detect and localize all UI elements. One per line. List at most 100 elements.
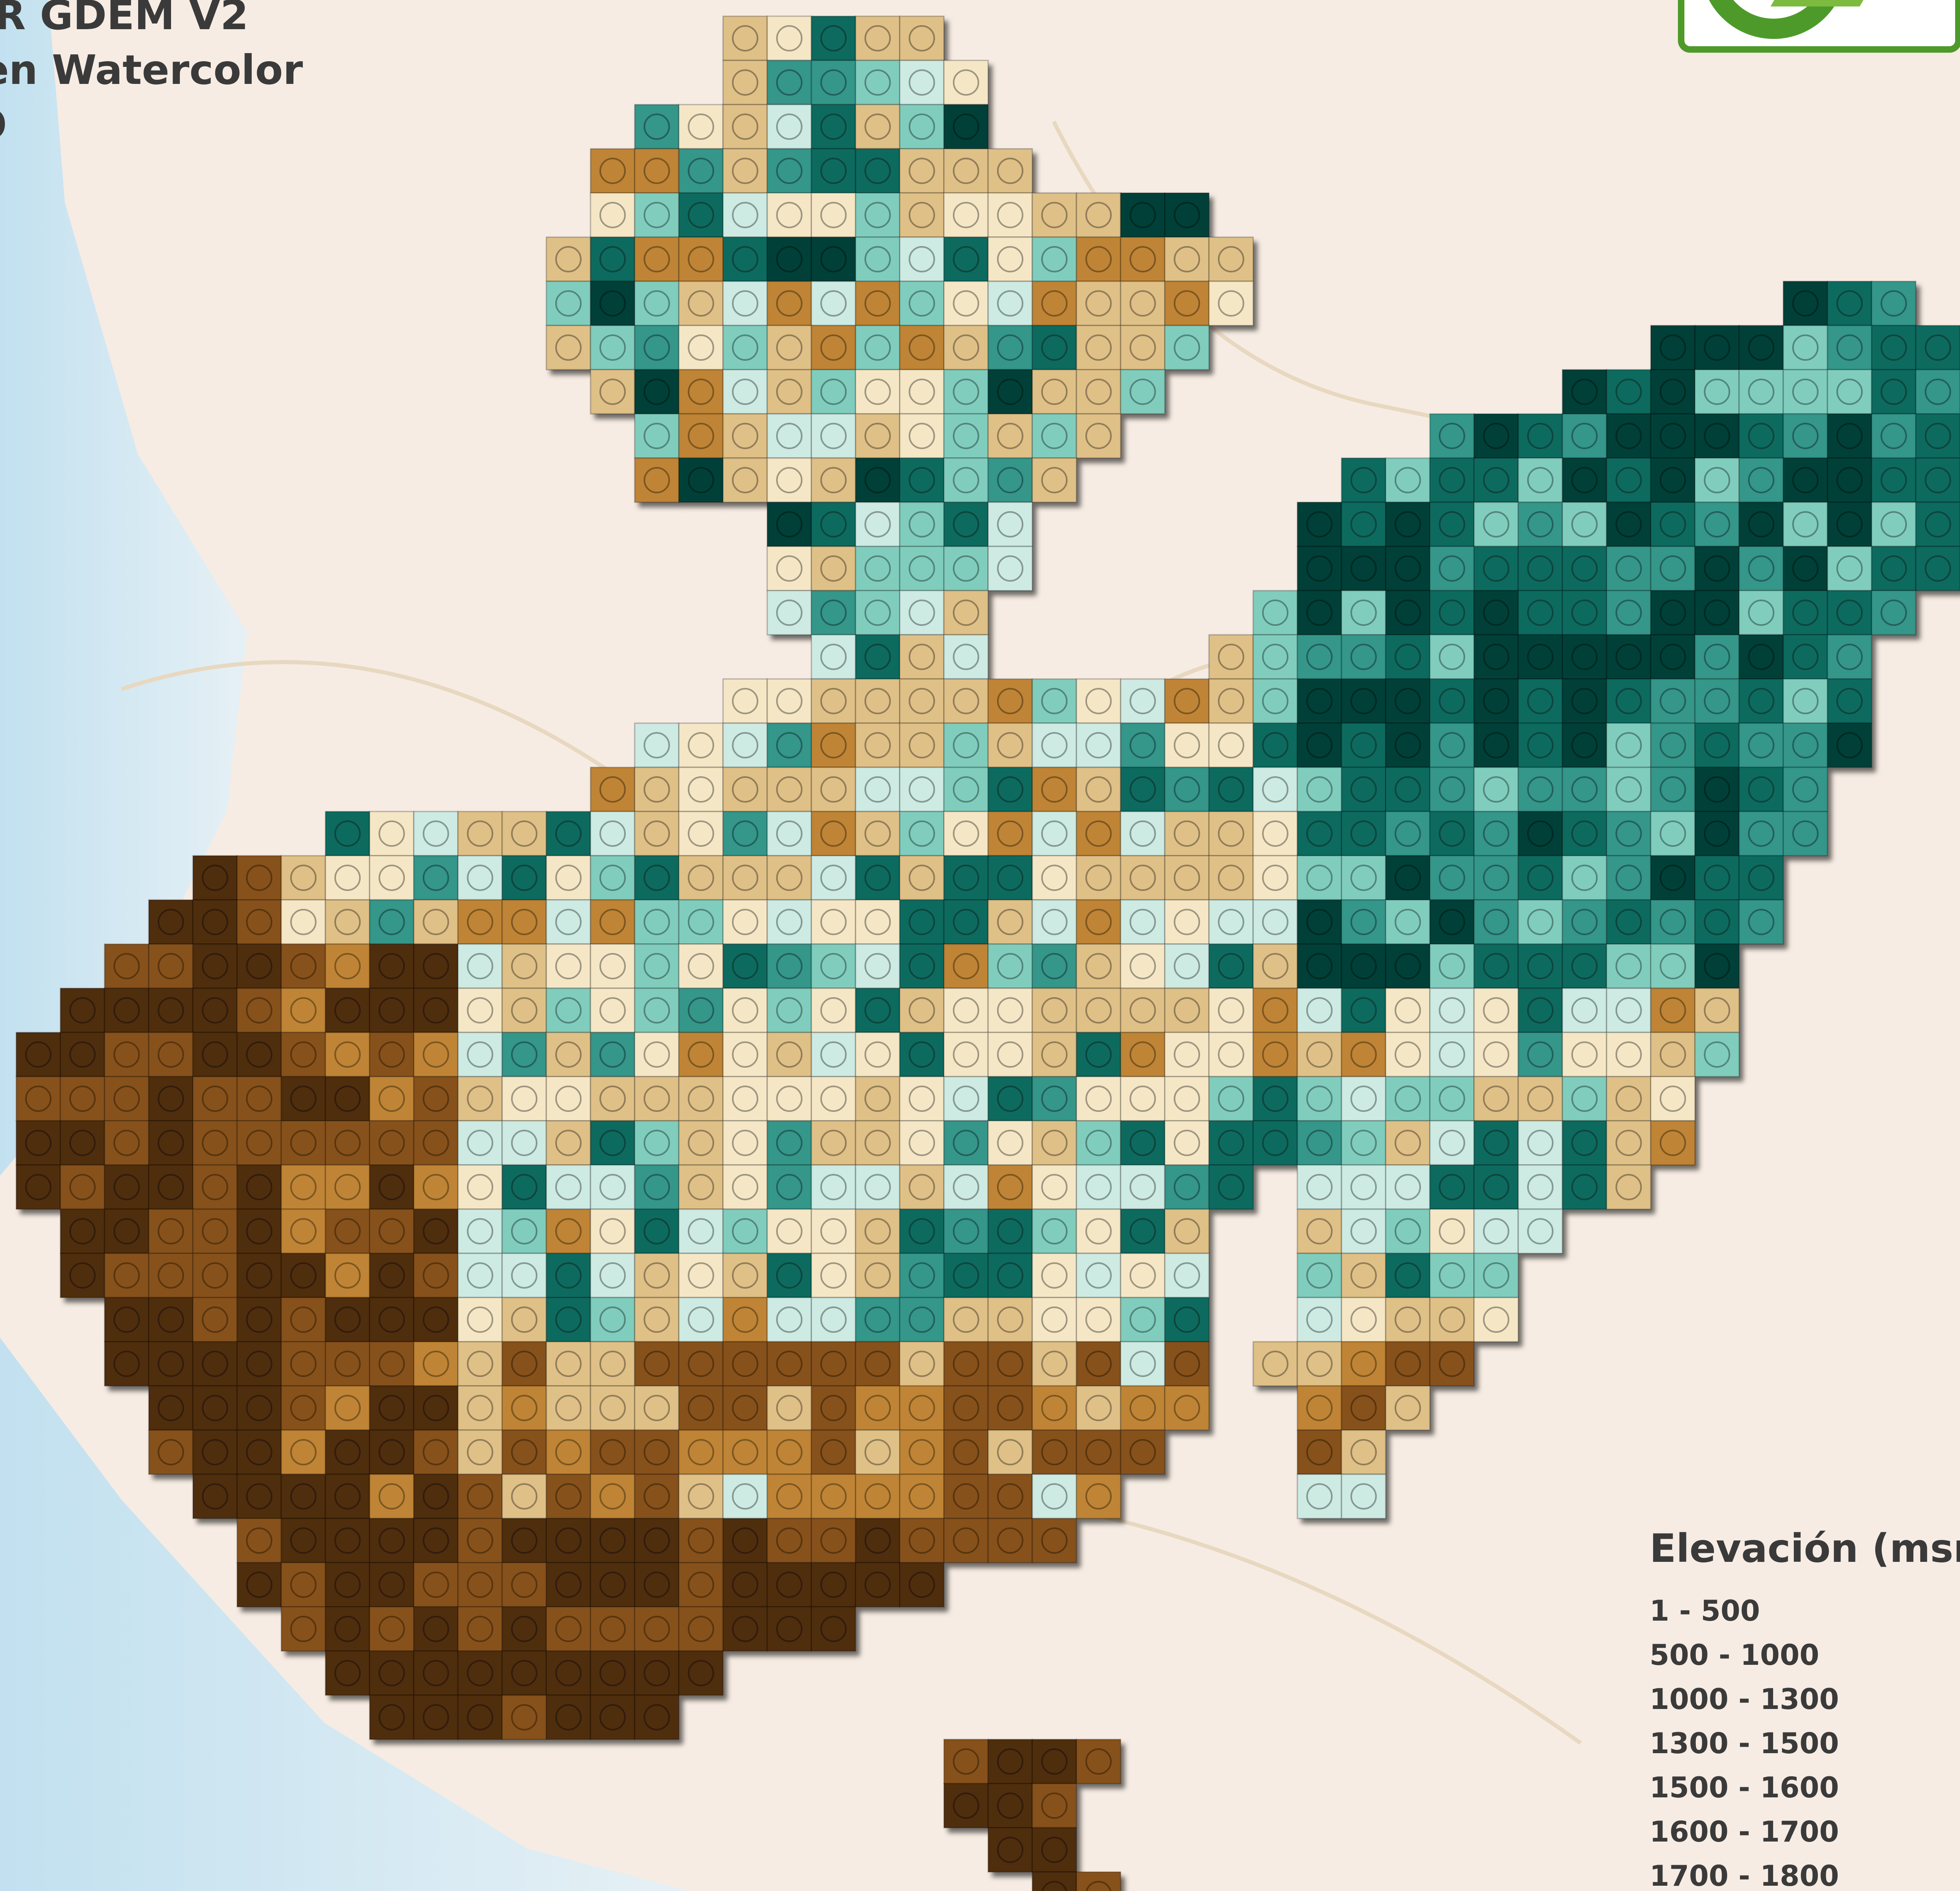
brick-stud <box>1394 953 1421 980</box>
brick-stud <box>1527 820 1554 847</box>
brick-stud <box>511 953 538 980</box>
elevation-brick <box>1297 1429 1342 1475</box>
brick-stud <box>422 1129 449 1156</box>
elevation-brick <box>1297 767 1342 812</box>
brick-stud <box>1129 1350 1156 1377</box>
brick-stud <box>908 1306 935 1333</box>
brick-stud <box>820 1394 847 1422</box>
brick-stud <box>334 953 361 980</box>
brick-stud <box>952 997 980 1024</box>
brick-stud <box>820 69 847 96</box>
brick-stud <box>466 908 494 936</box>
brick-stud <box>776 25 803 52</box>
elevation-brick <box>1164 678 1210 724</box>
elevation-brick <box>1650 1076 1696 1122</box>
brick-stud <box>732 334 759 361</box>
brick-stud <box>69 1129 96 1156</box>
brick-stud <box>1218 1129 1245 1156</box>
elevation-brick <box>1031 457 1077 503</box>
elevation-brick <box>943 413 989 459</box>
brick-stud <box>1085 732 1112 759</box>
brick-stud <box>1571 599 1598 626</box>
brick-stud <box>1041 1129 1068 1156</box>
elevation-brick <box>1297 1120 1342 1166</box>
elevation-brick <box>590 1606 636 1652</box>
legend-item: 1500 - 1600 <box>1650 1771 1839 1804</box>
elevation-brick <box>1031 1518 1077 1563</box>
brick-stud <box>466 1085 494 1112</box>
elevation-brick <box>634 192 680 238</box>
elevation-brick <box>1827 722 1872 768</box>
brick-stud <box>246 1262 273 1289</box>
brick-stud <box>908 1571 935 1598</box>
elevation-brick <box>811 15 856 61</box>
elevation-brick <box>1385 1385 1431 1431</box>
brick-stud <box>820 687 847 715</box>
elevation-brick <box>1341 457 1387 503</box>
elevation-brick <box>1827 546 1872 591</box>
brick-stud <box>1041 1306 1068 1333</box>
brick-stud <box>820 908 847 936</box>
elevation-brick <box>1473 855 1519 901</box>
elevation-brick <box>899 104 945 150</box>
elevation-brick <box>148 1297 194 1343</box>
brick-stud <box>466 1174 494 1201</box>
elevation-brick <box>855 192 901 238</box>
brick-stud <box>1615 687 1642 715</box>
brick-stud <box>1085 864 1112 891</box>
brick-stud <box>1041 908 1068 936</box>
elevation-brick <box>943 811 989 857</box>
elevation-brick <box>1297 1076 1342 1122</box>
elevation-brick <box>987 1473 1033 1519</box>
elevation-brick <box>722 1606 768 1652</box>
elevation-brick <box>811 148 856 194</box>
elevation-brick <box>1164 1032 1210 1077</box>
elevation-brick <box>1650 369 1696 415</box>
elevation-brick <box>1076 325 1121 370</box>
brick-stud <box>422 1306 449 1333</box>
brick-stud <box>864 864 891 891</box>
elevation-brick <box>1385 722 1431 768</box>
brick-stud <box>687 467 715 494</box>
brick-stud <box>732 687 759 715</box>
elevation-brick <box>1297 1208 1342 1254</box>
elevation-brick <box>546 1385 591 1431</box>
elevation-brick <box>1562 678 1607 724</box>
elevation-brick <box>501 1473 547 1519</box>
elevation-brick <box>1915 457 1960 503</box>
elevation-brick <box>722 236 768 282</box>
elevation-brick <box>987 1429 1033 1475</box>
elevation-brick <box>1252 899 1298 945</box>
brick-stud <box>997 157 1024 184</box>
elevation-brick <box>1164 325 1210 370</box>
elevation-brick <box>1562 590 1607 636</box>
elevation-brick <box>192 987 238 1033</box>
brick-stud <box>1483 511 1510 538</box>
elevation-brick <box>590 767 636 812</box>
elevation-brick <box>766 1562 812 1608</box>
brick-stud <box>511 1085 538 1112</box>
brick-stud <box>776 1218 803 1245</box>
brick-stud <box>820 1439 847 1466</box>
brick-stud <box>776 1571 803 1598</box>
elevation-brick <box>192 943 238 989</box>
brick-stud <box>201 1439 229 1466</box>
elevation-brick <box>1031 413 1077 459</box>
brick-stud <box>952 157 980 184</box>
elevation-brick <box>1517 1076 1563 1122</box>
elevation-brick <box>325 1208 370 1254</box>
elevation-brick <box>855 60 901 105</box>
brick-stud <box>201 1483 229 1510</box>
brick-stud <box>687 953 715 980</box>
brick-stud <box>864 467 891 494</box>
elevation-brick <box>1517 1032 1563 1077</box>
credit-line-basemap: men Watercolor <box>0 46 303 94</box>
brick-stud <box>1262 732 1289 759</box>
brick-stud <box>643 201 670 229</box>
brick-stud <box>732 776 759 803</box>
brick-stud <box>1262 643 1289 670</box>
brick-stud <box>1394 643 1421 670</box>
brick-stud <box>1659 997 1686 1024</box>
brick-stud <box>820 113 847 140</box>
elevation-brick <box>1031 192 1077 238</box>
